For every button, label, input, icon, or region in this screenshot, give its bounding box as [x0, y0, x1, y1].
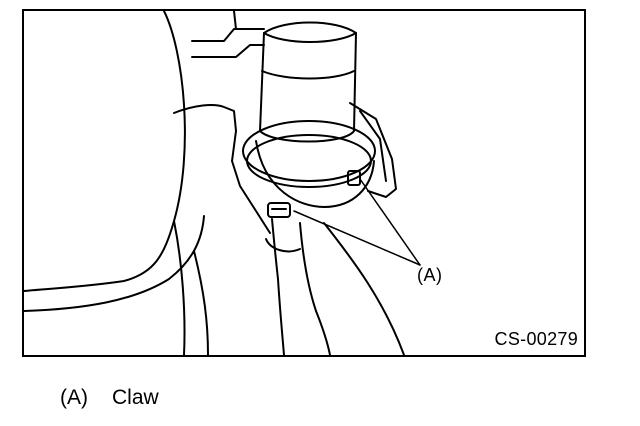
legend: (A) Claw — [60, 386, 159, 410]
callout-a-label: (A) — [417, 265, 443, 285]
line-drawing — [24, 11, 421, 355]
legend-label: Claw — [112, 386, 159, 409]
figure-code: CS-00279 — [494, 329, 578, 349]
figure-frame: (A) CS-00279 — [22, 9, 586, 357]
legend-key: (A) — [60, 386, 88, 409]
